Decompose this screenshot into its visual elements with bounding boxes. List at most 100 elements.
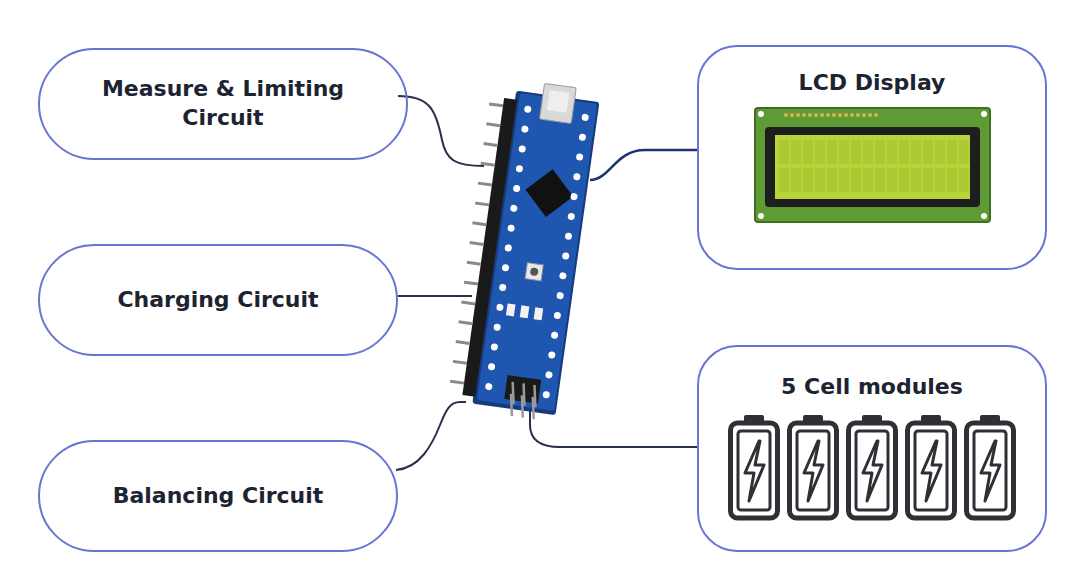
lcd-char-cell (923, 140, 933, 164)
lcd-pin (832, 113, 836, 117)
pin-hole (504, 244, 512, 252)
battery-icons (731, 415, 1014, 518)
pins (447, 100, 590, 420)
battery-inner (856, 431, 888, 510)
lcd-char-cell (875, 140, 885, 164)
lcd-bezel (765, 127, 980, 207)
mount-hole (981, 213, 987, 219)
lcd-pin (850, 113, 854, 117)
pin-hole (524, 105, 532, 113)
pin-hole (570, 193, 578, 201)
battery-body (849, 423, 896, 518)
pin-header (462, 98, 517, 397)
lightning-bolt (745, 441, 764, 501)
lcd-char-cell (911, 140, 921, 164)
lcd-char-cell (899, 140, 909, 164)
pin-hole (542, 391, 550, 399)
header-pin (486, 124, 500, 126)
pin-hole (553, 311, 561, 319)
box-title: Charging Circuit (117, 286, 318, 315)
pin-hole (502, 264, 510, 272)
box-title: Measure & Limiting Circuit (78, 75, 368, 132)
lcd-char-cell (899, 168, 909, 192)
lcd-pin (808, 113, 812, 117)
pin-hole (485, 383, 493, 391)
battery-inner (974, 431, 1006, 510)
usb-connector (540, 83, 577, 123)
pin-hole (513, 185, 521, 193)
battery-body (790, 423, 837, 518)
led (506, 303, 516, 316)
icsp-pin (530, 397, 537, 419)
lcd-char-cell (887, 140, 897, 164)
lcd-char-cell (935, 168, 945, 192)
pin-hole (496, 303, 504, 311)
header-pin (484, 144, 498, 146)
lcd-char-cell (923, 168, 933, 192)
lcd-pin (856, 113, 860, 117)
battery-icon (731, 415, 778, 518)
header-pin (453, 361, 467, 363)
mount-hole (758, 111, 764, 117)
lcd-char-cell (815, 168, 825, 192)
header-pin (459, 322, 473, 324)
mount-hole (758, 213, 764, 219)
usb-opening (547, 90, 570, 113)
leader-line (396, 402, 466, 470)
leader-line (590, 150, 697, 180)
lcd-module (755, 108, 990, 222)
lcd-char-cell (779, 140, 789, 164)
lcd-char-cell (803, 140, 813, 164)
battery-inner (738, 431, 770, 510)
pin-hole (499, 284, 507, 292)
battery-icon (967, 415, 1014, 518)
battery-icon (790, 415, 837, 518)
lcd-char-cell (959, 140, 969, 164)
lcd-char-cell (791, 140, 801, 164)
lcd-char-cell (863, 168, 873, 192)
led (520, 305, 530, 318)
lcd-char-cell (815, 140, 825, 164)
pin-hole (565, 232, 573, 240)
pin-hole (507, 224, 515, 232)
lcd-char-cell (851, 168, 861, 192)
microcontroller-chip (526, 169, 574, 217)
cells-box: 5 Cell modules (697, 345, 1047, 552)
lightning-bolt (922, 441, 941, 501)
pin-hole (521, 125, 529, 133)
leader-line (398, 295, 472, 297)
lcd-char-cell (947, 140, 957, 164)
header-pin (472, 223, 486, 225)
lcd-char-cell (875, 168, 885, 192)
lcd-pin (784, 113, 788, 117)
battery-icon (908, 415, 955, 518)
lcd-pcb (755, 108, 990, 222)
lcd-pin (862, 113, 866, 117)
lcd-char-cell (947, 168, 957, 192)
lcd-pin (844, 113, 848, 117)
display-box: LCD Display (697, 45, 1047, 270)
pin-hole (493, 323, 501, 331)
circuit-box: Charging Circuit (38, 244, 398, 356)
lightning-bolt (863, 441, 882, 501)
pin-hole (488, 363, 496, 371)
box-title: Balancing Circuit (113, 482, 324, 511)
lcd-char-cell (851, 140, 861, 164)
lcd-char-cell (887, 168, 897, 192)
reset-button (525, 263, 543, 281)
header-pin (475, 203, 489, 205)
pin-hole (559, 272, 567, 280)
pin-hole (581, 113, 589, 121)
arduino-nano (447, 76, 601, 422)
lcd-pin (796, 113, 800, 117)
mount-hole (981, 111, 987, 117)
lcd-char-cell (911, 168, 921, 192)
battery-body (908, 423, 955, 518)
lightning-bolt (804, 441, 823, 501)
lcd-pins (784, 113, 878, 117)
lcd-char-cell (935, 140, 945, 164)
lcd-char-cell (827, 140, 837, 164)
pin-hole (562, 252, 570, 260)
lcd-pin (802, 113, 806, 117)
battery-inner (797, 431, 829, 510)
